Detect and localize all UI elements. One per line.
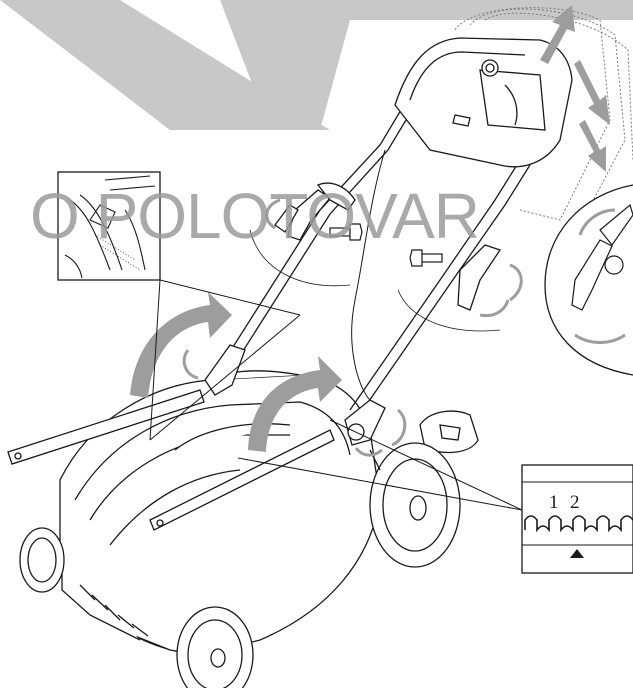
upper-handle-control-box xyxy=(394,37,573,168)
handle-tubes xyxy=(211,94,531,415)
watermark-band-top xyxy=(220,0,633,130)
arrow-lower-left-large xyxy=(130,292,232,398)
front-wheel xyxy=(176,606,254,688)
height-scale-inset: 1 2 xyxy=(521,464,633,574)
hex-bolts xyxy=(329,223,443,267)
clamp-upper-left xyxy=(287,189,331,241)
bolt-right xyxy=(409,249,443,267)
lower-handle-bar-left xyxy=(7,389,205,465)
watermark-band-left xyxy=(0,0,330,130)
detail-inset-clamp xyxy=(57,171,161,281)
small-curl-arrows xyxy=(182,198,523,457)
rotation-arcs xyxy=(249,229,501,332)
scale-label-2: 2 xyxy=(570,492,580,513)
arrow-upper-handle-1 xyxy=(540,5,575,64)
detail-zoom-circle xyxy=(544,184,633,376)
lever-small xyxy=(274,204,299,233)
arrow-upper-handle-2 xyxy=(574,60,610,125)
scale-label-1: 1 xyxy=(549,492,559,513)
bolt-left xyxy=(329,223,363,241)
callout-lines xyxy=(149,279,523,511)
clamp-lower-left xyxy=(204,344,246,396)
arrow-lower-center-large xyxy=(248,356,342,452)
small-rear-left-wheel xyxy=(19,527,65,593)
triangle-up-icon xyxy=(570,549,584,558)
rear-wheel xyxy=(369,442,461,568)
quick-release-clamps xyxy=(204,182,502,446)
watermark-text: O POLOTOVAR xyxy=(30,180,479,252)
watermark-bands xyxy=(0,0,633,130)
power-cable xyxy=(351,149,386,401)
notch-rack xyxy=(524,515,633,533)
arrow-upper-handle-3 xyxy=(579,120,606,172)
lower-handle-bar-center xyxy=(149,429,335,531)
clamp-upper-left-lever xyxy=(316,182,356,211)
motion-arrows xyxy=(130,5,610,452)
clamp-upper-right xyxy=(457,244,502,311)
handle-swing-outlines xyxy=(454,7,633,236)
